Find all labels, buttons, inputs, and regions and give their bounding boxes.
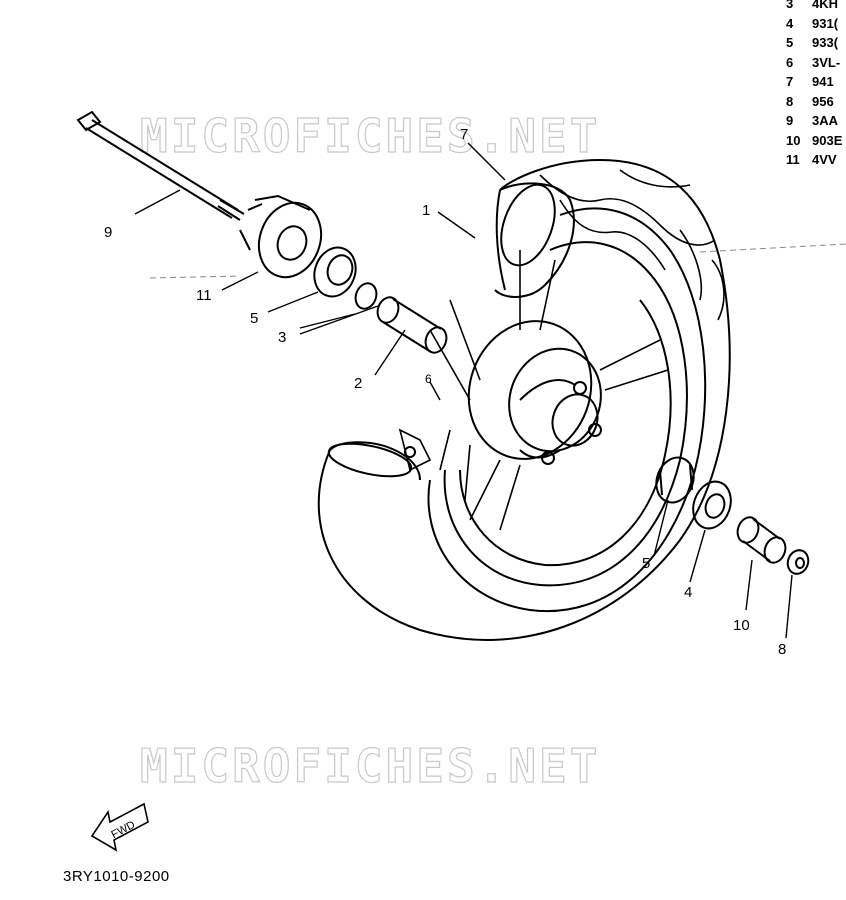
part-code: 956 [812, 93, 834, 109]
wheel-assembly [317, 158, 731, 641]
callout-3: 3 [278, 329, 286, 346]
part-list-row: 4 931( [786, 14, 846, 34]
part-list-row: 7 941 [786, 72, 846, 92]
speedo-gear-part-11 [239, 194, 323, 279]
fwd-label: FWD [109, 819, 137, 841]
callout-7: 7 [460, 126, 468, 143]
callout-11: 11 [196, 287, 212, 304]
callout-4: 4 [684, 584, 692, 601]
part-number: 3 [786, 0, 794, 11]
part-number: 4 [786, 15, 794, 31]
callout-2: 2 [354, 375, 362, 392]
part-number: 10 [786, 132, 801, 148]
spacer-ring-part-3 [354, 282, 378, 310]
callout-5-left: 5 [250, 310, 258, 327]
part-code: 933( [812, 35, 839, 50]
callout-9: 9 [104, 224, 112, 241]
part-code: 903E [812, 132, 843, 148]
part-list-row: 6 3VL- [786, 53, 846, 73]
part-code: 941 [812, 74, 834, 89]
collar-part-2 [376, 296, 448, 354]
bearing-part-5-left [313, 246, 357, 298]
fwd-arrow-icon: FWD [90, 802, 149, 852]
part-number: 6 [786, 54, 794, 70]
part-number: 9 [786, 113, 794, 128]
leader-lines [134, 142, 793, 639]
part-number: 11 [786, 152, 800, 167]
collar-part-10 [736, 516, 787, 564]
part-list-row: 10 903E [786, 131, 846, 151]
callout-8: 8 [778, 641, 786, 658]
part-code: 3AA [812, 113, 839, 128]
oil-seal-part-4 [692, 480, 732, 530]
part-list-row: 9 3AA [786, 111, 846, 131]
diagram-code: 3RY1010-9200 [63, 868, 170, 885]
watermark-top: MICROFICHES.NET [140, 109, 600, 163]
tire-outer [317, 158, 731, 641]
part-code: 4KH [812, 0, 839, 11]
part-list-row: 5 933( [786, 33, 846, 53]
callout-1: 1 [422, 202, 430, 219]
hub [467, 320, 593, 460]
part-list-row: 11 4VV [786, 150, 846, 170]
part-list-row: 8 956 [786, 92, 846, 112]
callout-10: 10 [733, 617, 750, 634]
part-number: 8 [786, 93, 794, 109]
callout-6: 6 [425, 372, 432, 386]
callout-5-right: 5 [642, 555, 650, 572]
part-code: 4VV [812, 152, 837, 167]
part-code: 931( [812, 15, 839, 31]
part-code: 3VL- [812, 54, 841, 70]
part-list: 3 4KH 4 931( 5 933( 6 3VL- 7 941 8 956 9 3AA 10 903E 11 4… [786, 0, 846, 170]
nut-part-8 [786, 549, 810, 575]
part-number: 5 [786, 35, 794, 50]
watermark-bottom: MICROFICHES.NET [140, 739, 600, 793]
part-number: 7 [786, 74, 794, 89]
part-list-row: 3 4KH [786, 0, 846, 14]
axle-part-9 [76, 110, 245, 221]
